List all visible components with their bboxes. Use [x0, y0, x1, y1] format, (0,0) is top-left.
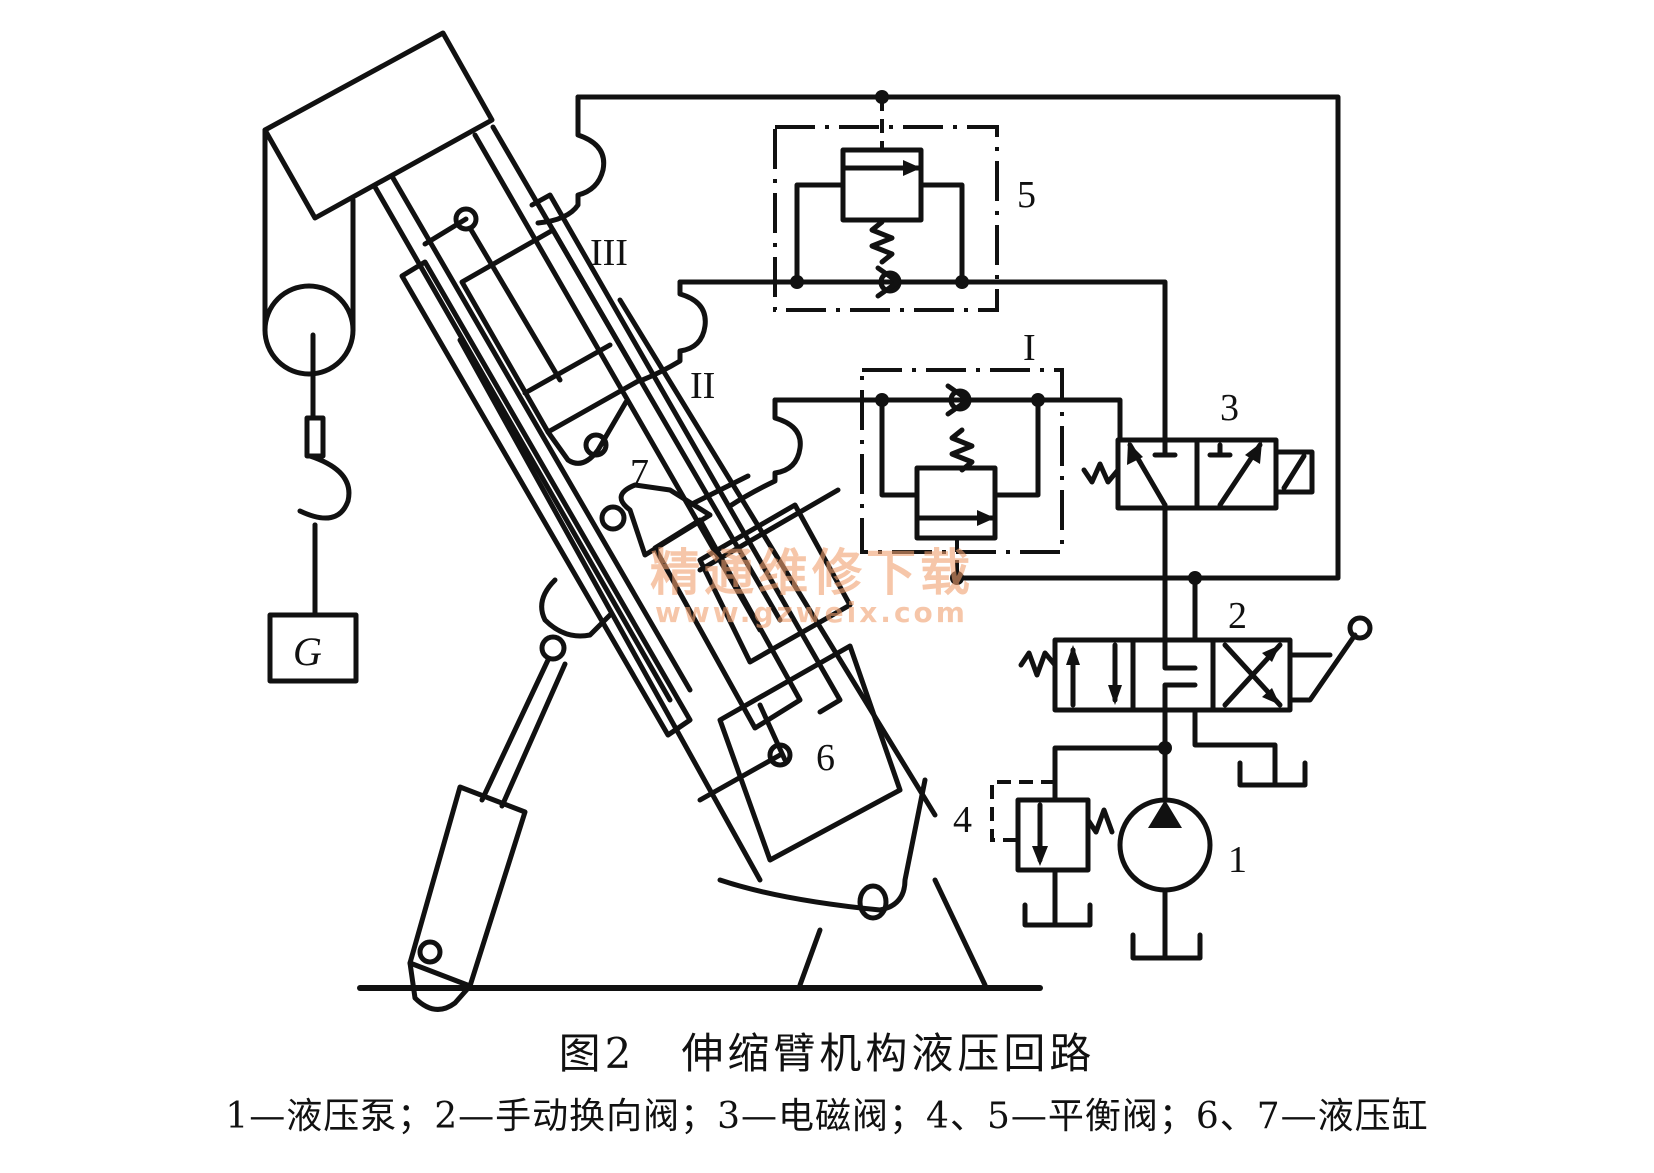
- junction-dot: [1188, 571, 1202, 585]
- outer-boom-right: [617, 297, 938, 818]
- relief-valve-4: 4: [953, 780, 1115, 928]
- stand-left: [797, 927, 823, 988]
- luffing-cylinder: [407, 577, 613, 1012]
- pipe-I-connector: [727, 397, 803, 509]
- arrow-icon: [1066, 645, 1080, 665]
- bypass: [879, 397, 1041, 498]
- cylinder-6: [697, 643, 903, 863]
- valve-4-body: [1015, 797, 1091, 873]
- load-label: G: [293, 629, 322, 674]
- hook-icon: [297, 415, 352, 618]
- spring-icon: [869, 219, 895, 265]
- arrow-icon: [1262, 645, 1280, 662]
- pin-luffing-top: [539, 634, 567, 662]
- cylinder-7: [599, 473, 853, 731]
- cylinder-7-upper: [422, 206, 643, 466]
- luffing-cylinder-barrel: [407, 784, 528, 989]
- pipe-to-valve-4: [1052, 745, 1168, 803]
- boom-base: [717, 777, 928, 913]
- piping: [535, 94, 1341, 803]
- pipe-III-connector: [535, 94, 607, 226]
- pipe-II: [677, 279, 1168, 443]
- boom-head: [262, 30, 495, 221]
- block-icon: [1207, 442, 1233, 458]
- base-pivot: [857, 883, 889, 921]
- boom-section-II-right: [529, 192, 843, 715]
- pin-upper: [453, 206, 479, 232]
- label-I: I: [1023, 327, 1036, 369]
- boom-assembly: G: [262, 30, 1043, 1012]
- pump-1: 1: [1117, 797, 1247, 961]
- balance-valve-I: I: [860, 327, 1064, 585]
- label-II: II: [690, 365, 715, 407]
- stand-right: [932, 877, 988, 988]
- label-7: 7: [630, 452, 649, 494]
- figure-title: 图2 伸缩臂机构液压回路: [558, 1029, 1096, 1078]
- tank-4: [1022, 902, 1093, 928]
- junction-dot: [955, 275, 969, 289]
- label-3: 3: [1220, 387, 1239, 429]
- tank-2: [1237, 760, 1308, 788]
- valve-5-body: [840, 147, 924, 223]
- junction-dot: [875, 90, 889, 104]
- pin-luffing-bottom: [417, 939, 443, 965]
- pin-cylinder-7: [599, 504, 627, 532]
- arrow-icon: [1127, 442, 1143, 465]
- arrow-icon: [903, 160, 921, 176]
- pump-arrow-icon: [1148, 800, 1182, 828]
- block-icon: [1152, 437, 1178, 458]
- boom-section-III-rail-left2: [390, 175, 693, 693]
- check-valve-icon: [875, 265, 902, 299]
- bypass: [794, 182, 965, 285]
- load-box: [267, 612, 359, 684]
- valve-2-body: [1052, 637, 1293, 713]
- pipe-II-connector: [637, 279, 708, 384]
- pin-cylinder-7-top: [583, 432, 609, 458]
- spring-icon: [1081, 461, 1121, 485]
- label-2: 2: [1228, 595, 1247, 637]
- figure-legend: 1—液压泵；2—手动换向阀；3—电磁阀；4、5—平衡阀；6、7—液压缸: [225, 1096, 1429, 1137]
- label-6: 6: [816, 737, 835, 779]
- outer-boom-left: [457, 337, 763, 883]
- label-4: 4: [953, 799, 972, 841]
- arrow-icon: [1245, 442, 1262, 464]
- arrow-icon: [1032, 846, 1048, 866]
- junction-dot: [790, 275, 804, 289]
- solenoid-icon: [1273, 449, 1315, 495]
- valve-I-body: [914, 465, 998, 541]
- label-III: III: [590, 232, 628, 274]
- balance-valve-5: 5: [773, 90, 1036, 312]
- watermark-url: www.gzweix.com: [655, 596, 968, 629]
- lever-icon[interactable]: [1287, 632, 1358, 703]
- label-1: 1: [1228, 839, 1247, 881]
- arrow-icon: [1108, 685, 1122, 705]
- valve-I-boundary: [860, 368, 1064, 554]
- check-valve-icon: [945, 383, 972, 417]
- label-5: 5: [1017, 174, 1036, 216]
- valve-5-boundary: [773, 125, 999, 312]
- valve-2-center: [1162, 637, 1198, 713]
- boom-section-III-rail-left: [372, 184, 673, 703]
- pipe-I: [772, 397, 1123, 443]
- tank-1: [1130, 932, 1203, 961]
- watermark-text: 精通维修下载: [650, 543, 974, 602]
- manual-valve-2: 2: [1018, 595, 1373, 713]
- spring-icon: [949, 427, 975, 473]
- boom-section-II: [399, 259, 693, 738]
- spring-icon: [1085, 807, 1115, 835]
- pilot-line: [990, 780, 1055, 842]
- solenoid-valve-3: 3: [1081, 387, 1315, 511]
- pipe-III-top: [575, 94, 1341, 581]
- arrow-icon: [1262, 688, 1280, 705]
- arrow-icon: [977, 510, 995, 526]
- spring-icon: [1018, 650, 1058, 678]
- pipe-2-to-tank: [1192, 707, 1278, 788]
- lever-knob[interactable]: [1347, 615, 1373, 641]
- junction-dot: [950, 571, 964, 585]
- pulley: [262, 283, 356, 377]
